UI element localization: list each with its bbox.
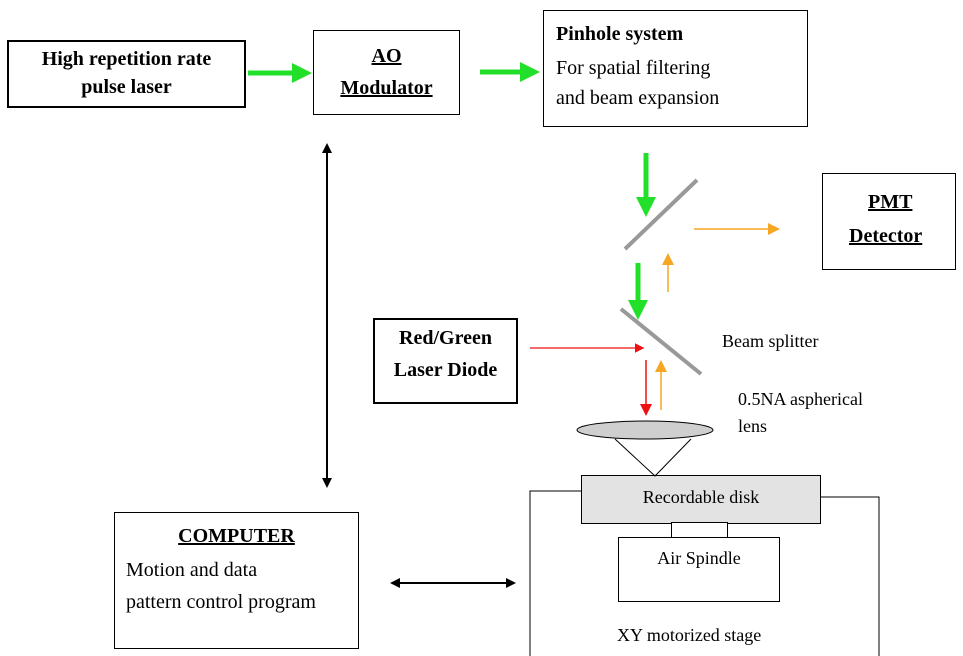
air-spindle-box xyxy=(618,537,780,602)
ao-modulator-label-line2: Modulator xyxy=(340,77,433,99)
laser-diode-label-line1: Red/Green xyxy=(399,327,492,349)
computer-box xyxy=(114,512,359,649)
recordable-disk-label: Recordable disk xyxy=(642,487,760,507)
lens-label-line1: 0.5NA aspherical xyxy=(738,389,863,409)
beam-splitter-label: Beam splitter xyxy=(722,331,819,351)
aspherical-lens xyxy=(576,420,714,440)
computer-title: COMPUTER xyxy=(178,525,295,547)
laser-source-label-line2: pulse laser xyxy=(81,76,172,98)
xy-stage-outline-right xyxy=(821,496,880,656)
laser-diode-label-line2: Laser Diode xyxy=(393,359,498,381)
computer-line2: pattern control program xyxy=(126,591,316,613)
pinhole-system-line2: and beam expansion xyxy=(556,87,720,109)
laser-source-label-line1: High repetition rate xyxy=(41,48,212,70)
laser-diode-box xyxy=(373,318,518,404)
air-spindle-label: Air Spindle xyxy=(657,548,741,568)
pmt-detector-label-line2: Detector xyxy=(849,225,923,247)
pinhole-system-line1: For spatial filtering xyxy=(556,57,711,79)
ao-modulator-box xyxy=(313,30,460,115)
focusing-cone xyxy=(614,438,692,477)
beam-splitter xyxy=(619,307,703,376)
upper-mirror xyxy=(623,178,699,251)
computer-line1: Motion and data xyxy=(126,559,258,581)
ao-modulator-label-line1: AO xyxy=(371,45,402,67)
pmt-detector-box xyxy=(822,173,956,270)
pinhole-system-box xyxy=(543,10,808,127)
lens-label-line2: lens xyxy=(738,416,767,436)
laser-source-box xyxy=(7,40,246,108)
pinhole-system-title: Pinhole system xyxy=(556,23,684,45)
pmt-detector-label-line1: PMT xyxy=(868,191,913,213)
xy-stage-label: XY motorized stage xyxy=(617,625,762,645)
recordable-disk xyxy=(581,475,821,524)
xy-stage-outline xyxy=(529,490,581,656)
